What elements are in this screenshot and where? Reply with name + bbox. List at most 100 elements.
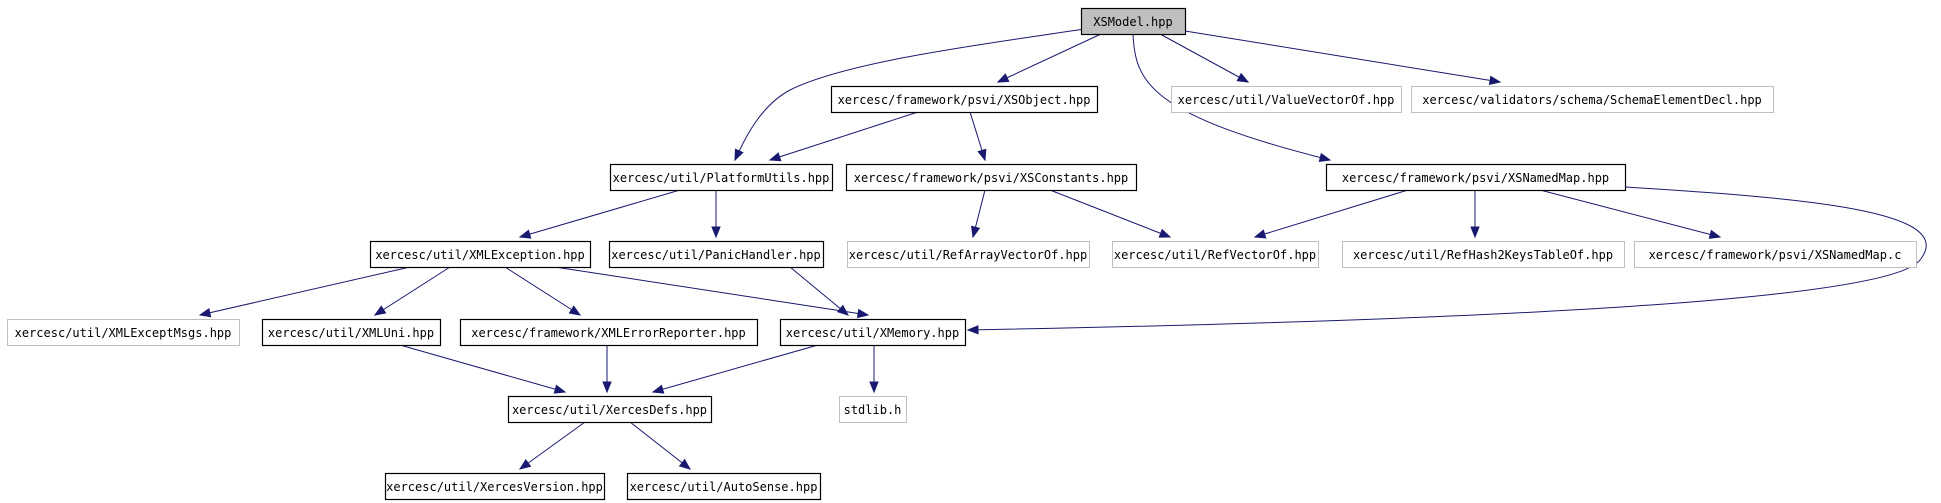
- node-xsconstants: xercesc/framework/psvi/XSConstants.hpp: [845, 163, 1138, 192]
- node-box: [626, 472, 822, 501]
- node-label: xercesc/util/AutoSense.hpp: [630, 480, 818, 494]
- node-box: [7, 319, 240, 346]
- edge-arrowhead: [1253, 229, 1267, 239]
- edge-line: [967, 186, 1927, 331]
- edge-xmlexception-to-xmlerrorreporter: [504, 266, 582, 316]
- node-label: xercesc/util/XercesDefs.hpp: [512, 403, 707, 417]
- node-box: [1342, 241, 1625, 268]
- edge-arrowhead: [977, 148, 987, 162]
- edge-xsmodel-to-xsobject: [996, 33, 1102, 83]
- edge-line: [734, 27, 1092, 161]
- edge-xsnamedmap-to-refvector: [1253, 189, 1409, 239]
- node-xmluni: xercesc/util/XMLUni.hpp: [261, 318, 442, 347]
- edge-arrowhead: [734, 148, 744, 162]
- node-box: [1112, 241, 1319, 268]
- node-xsobject: xercesc/framework/psvi/XSObject.hpp: [830, 85, 1099, 114]
- edge-arrowhead: [1488, 75, 1502, 85]
- node-box: [608, 240, 825, 269]
- node-refarrayvector: xercesc/util/RefArrayVectorOf.hpp: [847, 241, 1090, 268]
- node-xmemory: xercesc/util/XMemory.hpp: [779, 318, 967, 347]
- edge-line: [554, 266, 869, 316]
- node-box: [261, 318, 442, 347]
- edges-layer: [198, 27, 1927, 470]
- node-box: [845, 163, 1138, 192]
- node-xmlexception: xercesc/util/XMLException.hpp: [369, 240, 592, 269]
- edge-line: [399, 344, 566, 393]
- node-xsnamedmap: xercesc/framework/psvi/XSNamedMap.hpp: [1325, 163, 1627, 192]
- node-refvector: xercesc/util/RefVectorOf.hpp: [1112, 241, 1319, 268]
- node-autosense: xercesc/util/AutoSense.hpp: [626, 472, 822, 501]
- node-xercesversion: xercesc/util/XercesVersion.hpp: [384, 472, 606, 501]
- edge-arrowhead: [856, 308, 870, 319]
- node-box: [507, 395, 713, 424]
- node-box: [839, 396, 907, 423]
- node-label: xercesc/framework/psvi/XSConstants.hpp: [854, 171, 1129, 185]
- node-label: xercesc/util/XMemory.hpp: [786, 326, 959, 340]
- edge-arrowhead: [518, 459, 532, 470]
- edge-arrowhead: [836, 304, 850, 316]
- edge-xmlerrorreporter-to-xercesdefs: [602, 345, 612, 394]
- edge-line: [997, 33, 1102, 83]
- edge-line: [1132, 33, 1331, 161]
- node-label: xercesc/framework/XMLErrorReporter.hpp: [471, 326, 746, 340]
- node-label: xercesc/framework/psvi/XSObject.hpp: [838, 93, 1091, 107]
- edge-arrowhead: [711, 226, 721, 239]
- edge-line: [504, 266, 581, 316]
- node-schemaelem: xercesc/validators/schema/SchemaElementD…: [1411, 86, 1774, 113]
- node-box: [369, 240, 592, 269]
- node-xmlexceptmsgs: xercesc/util/XMLExceptMsgs.hpp: [7, 319, 240, 346]
- edge-line: [1184, 30, 1501, 83]
- node-label: stdlib.h: [844, 403, 902, 417]
- edge-line: [629, 421, 691, 470]
- edge-xsobject-to-platformutils: [768, 111, 919, 162]
- edge-xmlexception-to-xmluni: [373, 266, 451, 316]
- edge-xmlexception-to-xmlexceptmsgs: [198, 266, 411, 318]
- edge-arrowhead: [1708, 229, 1722, 239]
- node-box: [384, 472, 606, 501]
- node-label: xercesc/framework/psvi/XSNamedMap.hpp: [1342, 171, 1609, 185]
- node-label: xercesc/util/XMLException.hpp: [375, 248, 585, 262]
- edge-line: [519, 189, 681, 238]
- edge-arrowhead: [651, 384, 665, 394]
- edge-line: [789, 266, 849, 316]
- node-label: xercesc/util/ValueVectorOf.hpp: [1178, 93, 1395, 107]
- node-label: xercesc/validators/schema/SchemaElementD…: [1422, 93, 1762, 107]
- node-xsmodel: XSModel.hpp: [1080, 7, 1187, 36]
- node-label: xercesc/util/XMLUni.hpp: [268, 326, 434, 340]
- node-label: XSModel.hpp: [1093, 15, 1172, 29]
- node-label: xercesc/util/XercesVersion.hpp: [386, 480, 603, 494]
- edge-line: [1254, 189, 1409, 238]
- edge-xsmodel-to-valuevector: [1159, 33, 1250, 83]
- node-xercesdefs: xercesc/util/XercesDefs.hpp: [507, 395, 713, 424]
- edge-line: [769, 111, 919, 161]
- node-label: xercesc/util/XMLExceptMsgs.hpp: [15, 326, 232, 340]
- node-box: [1325, 163, 1627, 192]
- edge-xsnamedmap-to-xsnamedmapc: [1539, 189, 1722, 239]
- edge-arrowhead: [971, 225, 981, 239]
- edge-arrowhead: [869, 381, 879, 394]
- node-refhash2keys: xercesc/util/RefHash2KeysTableOf.hpp: [1342, 241, 1625, 268]
- edge-xmemory-to-xercesdefs: [651, 344, 819, 394]
- node-panichandler: xercesc/util/PanicHandler.hpp: [608, 240, 825, 269]
- edge-arrowhead: [1236, 72, 1250, 83]
- edge-xsconstants-to-refvector: [1049, 189, 1172, 238]
- node-stdlib: stdlib.h: [839, 396, 907, 423]
- edge-arrowhead: [518, 229, 532, 239]
- edge-arrowhead: [373, 305, 387, 316]
- edge-line: [1539, 189, 1721, 238]
- edge-arrowhead: [198, 308, 212, 318]
- node-label: xercesc/util/RefHash2KeysTableOf.hpp: [1353, 248, 1613, 262]
- edge-arrowhead: [1470, 226, 1480, 239]
- edge-panichandler-to-xmemory: [789, 266, 850, 316]
- edge-xercesdefs-to-autosense: [629, 421, 692, 470]
- node-valuevector: xercesc/util/ValueVectorOf.hpp: [1171, 86, 1402, 113]
- edge-arrowhead: [768, 152, 782, 162]
- node-box: [1634, 241, 1917, 268]
- edge-xsmodel-to-platformutils: [734, 27, 1092, 162]
- edge-arrowhead: [996, 73, 1010, 83]
- edge-xsobject-to-xsconstants: [969, 111, 987, 162]
- node-platformutils: xercesc/util/PlatformUtils.hpp: [609, 163, 834, 192]
- node-label: xercesc/framework/psvi/XSNamedMap.c: [1649, 248, 1902, 262]
- node-box: [779, 318, 967, 347]
- edge-xmluni-to-xercesdefs: [399, 344, 567, 394]
